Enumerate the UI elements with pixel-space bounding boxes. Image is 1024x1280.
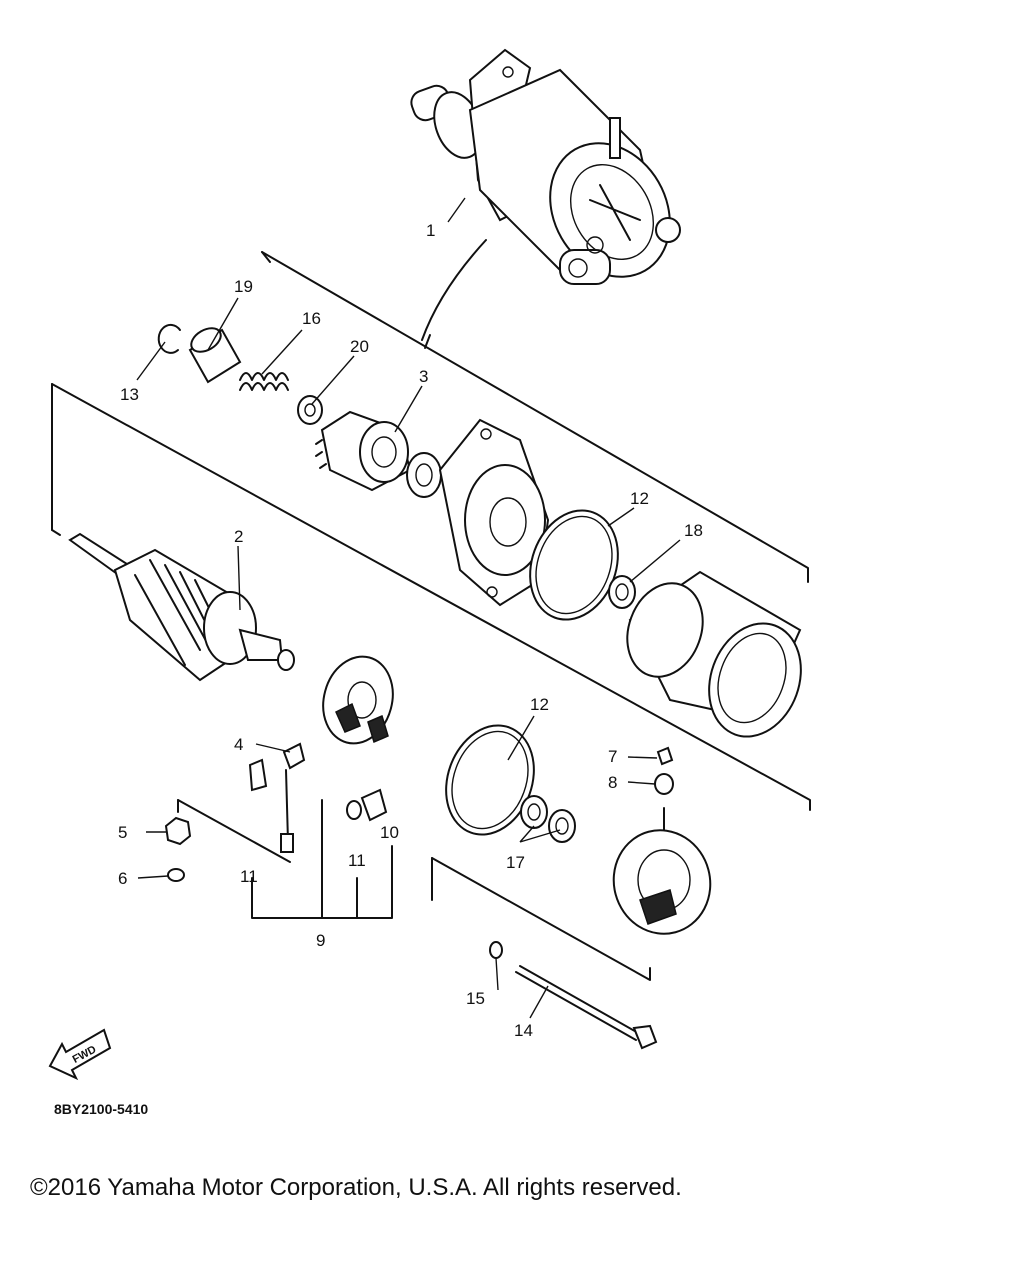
callout-labels: 1 2 3 4 5 6 7 8 9 10 11 11 11 12 12 13 1…	[118, 221, 703, 1040]
callout-11-middle: 11	[348, 851, 366, 870]
front-cover	[438, 418, 550, 607]
callout-2: 2	[234, 527, 243, 546]
callout-20: 20	[350, 337, 369, 356]
callout-16: 16	[302, 309, 321, 328]
callout-15: 15	[466, 989, 485, 1008]
bracket-lines	[51, 239, 811, 981]
callout-12-upper: 12	[630, 489, 649, 508]
yoke-housing	[626, 570, 802, 738]
callout-11-left: 11	[240, 867, 258, 886]
leader-lines	[136, 197, 681, 1019]
washer-near-clutch	[406, 452, 442, 498]
callout-3: 3	[419, 367, 428, 386]
washer-18	[608, 575, 636, 609]
brush-spring-11-left	[248, 758, 268, 792]
brush-10	[360, 788, 388, 822]
callout-8: 8	[608, 773, 617, 792]
washer-15	[489, 941, 503, 959]
callout-10: 10	[380, 823, 399, 842]
washers-17	[520, 795, 576, 843]
callout-14: 14	[514, 1021, 533, 1040]
starter-motor-assembly	[410, 48, 681, 285]
callout-4: 4	[234, 735, 243, 754]
callout-19: 19	[234, 277, 253, 296]
armature-2	[68, 532, 295, 682]
callout-5: 5	[118, 823, 127, 842]
callout-1: 1	[426, 221, 435, 240]
callout-17: 17	[506, 853, 525, 872]
callout-12-lower: 12	[530, 695, 549, 714]
through-bolt-14	[515, 965, 658, 1050]
callout-13: 13	[120, 385, 139, 404]
nut-7	[656, 746, 674, 766]
brush-4	[280, 742, 306, 853]
spring-16	[239, 372, 289, 391]
callout-6: 6	[118, 869, 127, 888]
callout-18: 18	[684, 521, 703, 540]
circlip-13	[157, 323, 181, 354]
washer-20	[297, 395, 323, 425]
rear-cover	[612, 807, 712, 935]
o-ring-12-upper	[529, 509, 619, 621]
brush-plate	[322, 655, 394, 745]
sleeve-19	[188, 327, 242, 384]
clutch-3	[315, 410, 412, 492]
nut-5	[164, 816, 192, 846]
fwd-arrow-icon: FWD	[48, 1028, 112, 1081]
callout-7: 7	[608, 747, 617, 766]
callout-9: 9	[316, 931, 325, 950]
brush-spring-11-right	[346, 800, 362, 820]
copyright-notice: ©2016 Yamaha Motor Corporation, U.S.A. A…	[30, 1174, 682, 1201]
washer-6	[167, 868, 185, 882]
diagram-code: 8BY2100-5410	[54, 1101, 148, 1117]
insulator-8	[654, 773, 674, 795]
